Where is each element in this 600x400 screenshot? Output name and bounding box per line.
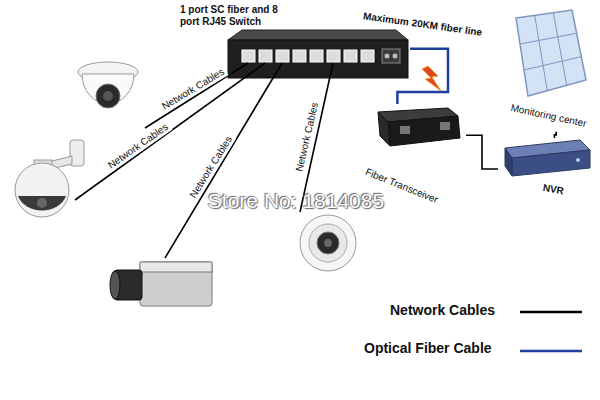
switch-label: 1 port SC fiber and 8 port RJ45 Switch	[180, 4, 292, 28]
dome-camera	[300, 215, 356, 271]
illustration-part	[535, 15, 548, 90]
cable-label: Network Cables	[293, 99, 321, 174]
illustration-part	[440, 122, 450, 130]
monitor-wall	[516, 10, 586, 96]
illustration-part	[140, 262, 212, 272]
illustration-part	[103, 91, 113, 101]
monitoring-center-node: Monitoring center	[510, 8, 594, 132]
watermark: Store No: 1814085	[206, 189, 386, 213]
illustration-part	[516, 10, 586, 96]
box-camera	[110, 262, 212, 306]
illustration-part	[293, 50, 306, 62]
illustration-part	[15, 163, 69, 217]
fiber-cable	[397, 49, 448, 104]
illustration-part	[344, 50, 357, 62]
illustration-part	[145, 63, 248, 128]
illustration-part	[327, 50, 340, 62]
illustration-part	[378, 112, 390, 146]
illustration-part	[576, 158, 580, 162]
device-label: Monitoring center	[510, 102, 588, 130]
illustration-part	[505, 148, 512, 176]
illustration-part	[18, 196, 66, 210]
legend-line-sample	[520, 350, 582, 353]
illustration-part	[382, 49, 400, 63]
cable-label: Network Cables	[158, 65, 228, 113]
nvr-node: NVR	[498, 138, 592, 200]
nvr-device	[505, 140, 590, 176]
illustration-part	[110, 271, 120, 299]
legend-text: Optical Fiber Cable	[362, 340, 494, 356]
ptz-camera	[15, 140, 84, 217]
illustration-part	[300, 215, 356, 271]
illustration-part	[276, 50, 289, 62]
illustration-part	[520, 33, 577, 44]
illustration-part	[96, 84, 120, 108]
illustration-part	[553, 13, 566, 86]
illustration-part	[309, 224, 347, 262]
dome-camera	[78, 62, 138, 108]
illustration-part	[324, 239, 332, 247]
illustration-part	[310, 50, 323, 62]
legend-line-sample	[520, 311, 582, 314]
illustration-part	[385, 54, 390, 59]
legend-text: Network Cables	[388, 302, 497, 318]
device-label: NVR	[542, 182, 565, 197]
lightning-mark	[422, 66, 441, 91]
illustration-part	[400, 126, 410, 134]
illustration-part	[388, 116, 460, 146]
cable-label: Network Cables	[104, 120, 172, 172]
illustration-part	[228, 30, 408, 40]
edge-label: Maximum 20KM fiber line	[360, 10, 484, 39]
network-cable-link	[554, 132, 556, 138]
illustration-part	[228, 40, 408, 78]
network-cable-link	[466, 135, 498, 169]
illustration-part	[524, 57, 581, 70]
illustration-part	[75, 63, 265, 200]
fiber-transceiver-device	[378, 108, 460, 146]
illustration-part	[242, 50, 255, 62]
illustration-part	[393, 54, 398, 59]
illustration-part	[512, 150, 590, 176]
network-cable	[75, 63, 333, 258]
illustration-part	[259, 50, 272, 62]
illustration-part	[37, 198, 47, 208]
illustration-part	[140, 262, 212, 306]
illustration-part	[317, 232, 339, 254]
illustration-part	[361, 50, 374, 62]
